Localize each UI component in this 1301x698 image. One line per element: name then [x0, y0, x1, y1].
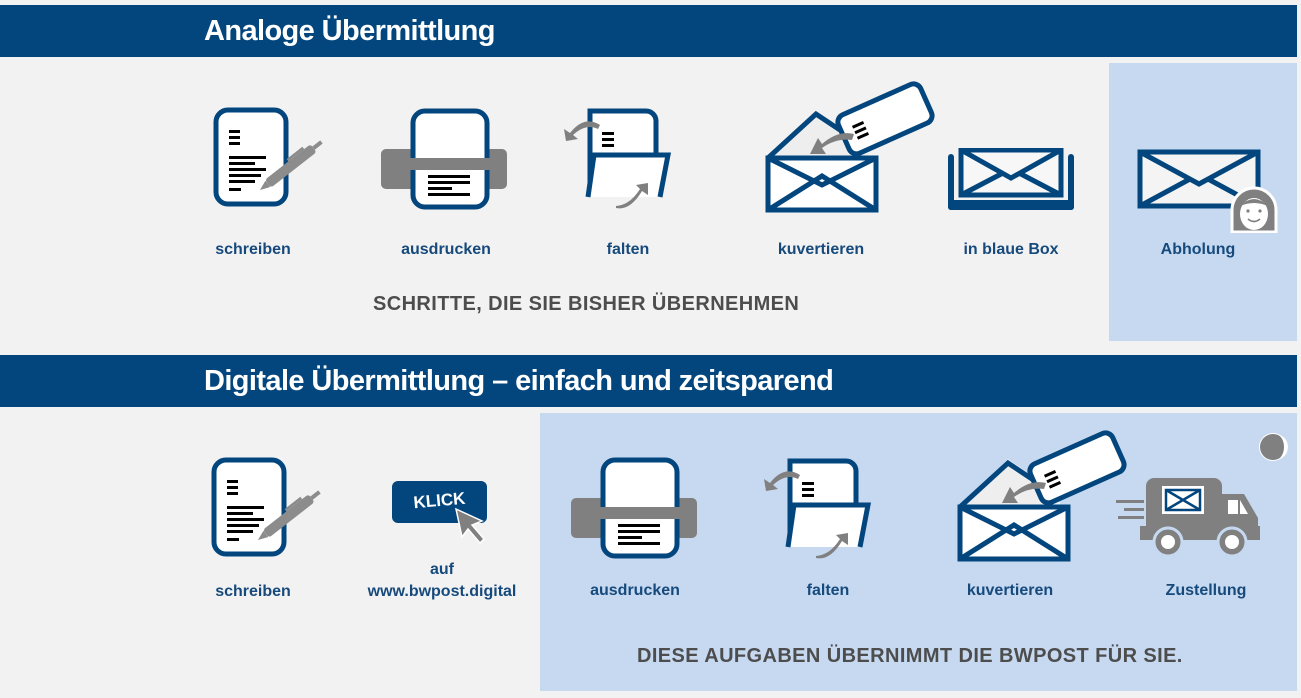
- fold-paper-icon: [560, 107, 680, 212]
- envelope-insert-icon: [758, 78, 938, 213]
- digital-step-klick-url: www.bwpost.digital: [367, 583, 517, 600]
- digital-step-klick-line1: auf: [430, 561, 454, 578]
- digital-step-ausdrucken: ausdrucken: [590, 582, 680, 599]
- analog-step-schreiben: schreiben: [215, 241, 291, 258]
- digital-banner: Digitale Übermittlung – einfach und zeit…: [0, 355, 1297, 407]
- analog-title: Analoge Übermittlung: [204, 15, 495, 47]
- analog-step-kuvertieren: kuvertieren: [777, 241, 865, 258]
- digital-step-zustellung: Zustellung: [1165, 582, 1247, 599]
- fold-paper-icon: [760, 457, 880, 562]
- digital-step-kuvertieren: kuvertieren: [966, 582, 1054, 599]
- envelope-insert-icon: [950, 427, 1130, 562]
- analog-step-falten: falten: [606, 241, 650, 258]
- cursor-arrow-icon: [454, 507, 486, 545]
- half-moon-icon: [1259, 433, 1288, 461]
- printer-icon: [569, 456, 699, 561]
- envelope-person-icon: [1136, 148, 1281, 233]
- analog-step-abholung: Abholung: [1160, 241, 1236, 258]
- delivery-truck-icon: [1116, 474, 1266, 559]
- analog-caption: SCHRITTE, DIE SIE BISHER ÜBERNEHMEN: [373, 293, 800, 315]
- analog-step-blaue-box: in blaue Box: [963, 241, 1059, 258]
- printer-icon: [379, 107, 509, 212]
- document-pen-icon: [210, 456, 340, 566]
- mailbox-tray-icon: [946, 148, 1076, 213]
- analog-step-ausdrucken: ausdrucken: [401, 241, 491, 258]
- digital-step-schreiben: schreiben: [215, 583, 291, 600]
- digital-title: Digitale Übermittlung – einfach und zeit…: [204, 365, 834, 397]
- digital-step-falten: falten: [806, 582, 850, 599]
- digital-caption: DIESE AUFGABEN ÜBERNIMMT DIE BWPOST FÜR …: [637, 645, 1183, 667]
- document-pen-icon: [212, 106, 342, 216]
- analog-banner: Analoge Übermittlung: [0, 5, 1297, 57]
